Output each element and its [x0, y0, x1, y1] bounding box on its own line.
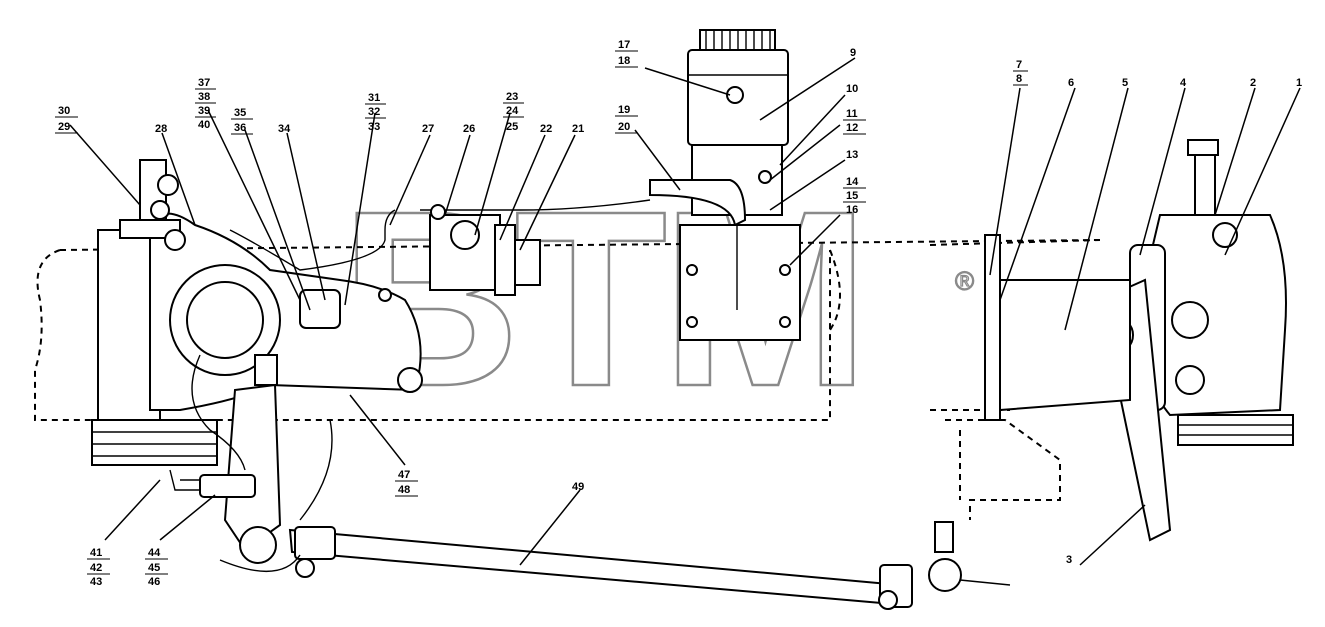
callout-label: 36 — [234, 122, 246, 134]
callout-label: 19 — [618, 104, 630, 116]
callout-label: 9 — [850, 47, 856, 59]
callout-label: 30 — [58, 105, 70, 117]
drag-link-tube — [288, 528, 907, 607]
callout-label: 32 — [368, 106, 380, 118]
hose-lines — [169, 199, 651, 521]
pitman-shaft-bore — [186, 281, 264, 359]
callout-label: 33 — [368, 121, 380, 133]
callout-label: 37 — [198, 77, 210, 89]
valve-block — [429, 204, 541, 296]
callout-label: 46 — [148, 576, 160, 588]
callout-label: 27 — [422, 123, 434, 135]
gear-base — [91, 419, 218, 466]
callout-label: 26 — [463, 123, 475, 135]
watermark: BTM ® — [339, 158, 975, 440]
steering-gear-right — [945, 139, 1294, 542]
callout-label: 47 — [398, 469, 410, 481]
callout-label: 29 — [58, 121, 70, 133]
callout-label: 23 — [506, 91, 518, 103]
callout-label: 38 — [198, 91, 210, 103]
callout-label: 18 — [618, 55, 630, 67]
callout-label: 45 — [148, 562, 160, 574]
callout-label: 22 — [540, 123, 552, 135]
callout-label: 21 — [572, 123, 584, 135]
callout-label: 5 — [1122, 77, 1128, 89]
callout-label: 3 — [1066, 554, 1072, 566]
callout-label: 12 — [846, 122, 858, 134]
gear-base-right — [1177, 414, 1294, 446]
callout-label: 31 — [368, 92, 380, 104]
callout-label: 4 — [1180, 77, 1187, 89]
crossmember — [988, 279, 1131, 412]
callout-label: 10 — [846, 83, 858, 95]
callout-label: 49 — [572, 481, 584, 493]
callout-label: 11 — [846, 108, 858, 120]
callout-label: 41 — [90, 547, 102, 559]
steering-gear-left — [91, 159, 423, 466]
callout-label: 13 — [846, 149, 858, 161]
pitman-arm — [223, 383, 282, 552]
ball-joint-right — [928, 558, 962, 592]
callout-label: 39 — [198, 105, 210, 117]
callout-labels: 1 2 3 4 5 6 7 8 9 10 11 12 13 14 15 16 1… — [55, 39, 1302, 588]
callout-label: 15 — [846, 190, 858, 202]
callout-label: 40 — [198, 119, 210, 131]
callout-label: 16 — [846, 204, 858, 216]
callout-label: 17 — [618, 39, 630, 51]
callout-label: 44 — [148, 547, 161, 559]
callout-label: 42 — [90, 562, 102, 574]
callout-label: 25 — [506, 121, 518, 133]
callout-label: 2 — [1250, 77, 1256, 89]
callout-label: 7 — [1016, 59, 1022, 71]
callout-label: 48 — [398, 484, 410, 496]
registered-mark: ® — [955, 266, 974, 296]
callout-label: 35 — [234, 107, 246, 119]
callout-label: 1 — [1296, 77, 1302, 89]
callout-label: 34 — [278, 123, 291, 135]
callout-label: 43 — [90, 576, 102, 588]
pitman-arm-and-drag-link — [219, 383, 1011, 610]
callout-label: 8 — [1016, 73, 1022, 85]
callout-label: 28 — [155, 123, 167, 135]
fluid-reservoir — [649, 29, 801, 341]
callout-label: 24 — [506, 105, 519, 117]
callout-leaders — [69, 57, 1301, 566]
callout-label: 6 — [1068, 77, 1074, 89]
callout-label: 14 — [846, 176, 859, 188]
callout-label: 20 — [618, 121, 630, 133]
